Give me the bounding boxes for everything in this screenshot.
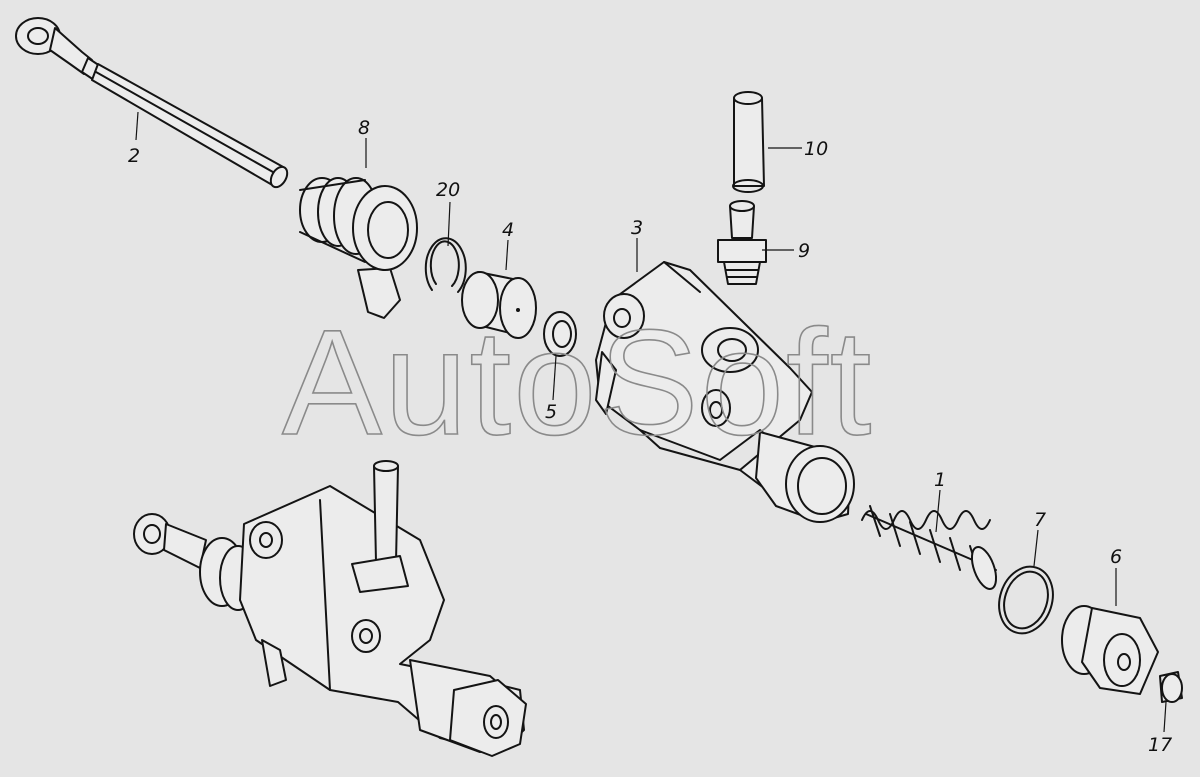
watermark-text: AutoSoft bbox=[282, 298, 873, 466]
part-7-o-ring bbox=[998, 565, 1054, 635]
part-3-cylinder-body bbox=[595, 261, 855, 523]
callout-4: 4 bbox=[502, 219, 514, 241]
part-10-hose bbox=[732, 91, 765, 193]
callout-17: 17 bbox=[1148, 734, 1172, 756]
callout-20: 20 bbox=[436, 179, 460, 201]
part-4-piston bbox=[461, 271, 537, 339]
callout-labels: 2 8 20 4 3 5 10 9 1 7 6 17 bbox=[128, 117, 1172, 756]
leader-lines bbox=[135, 111, 1167, 733]
callout-7: 7 bbox=[1034, 509, 1046, 531]
callout-1: 1 bbox=[934, 469, 946, 491]
callout-6: 6 bbox=[1110, 546, 1122, 568]
assembled-clutch-master-cylinder bbox=[133, 460, 527, 757]
callout-10: 10 bbox=[804, 138, 828, 160]
callout-2: 2 bbox=[128, 145, 140, 167]
part-9-union-fitting bbox=[717, 200, 767, 285]
part-17-cap bbox=[1159, 671, 1183, 703]
part-5-cuff-seal bbox=[543, 311, 577, 357]
callout-8: 8 bbox=[358, 117, 370, 139]
part-20-retaining-ring bbox=[424, 237, 467, 293]
part-6-plug-nut bbox=[1061, 605, 1159, 695]
part-8-protective-boot bbox=[299, 177, 418, 319]
callout-5: 5 bbox=[545, 401, 557, 423]
callout-9: 9 bbox=[798, 240, 810, 262]
callout-3: 3 bbox=[631, 217, 643, 239]
part-1-spring bbox=[861, 505, 998, 590]
part-2-push-rod bbox=[15, 17, 289, 189]
